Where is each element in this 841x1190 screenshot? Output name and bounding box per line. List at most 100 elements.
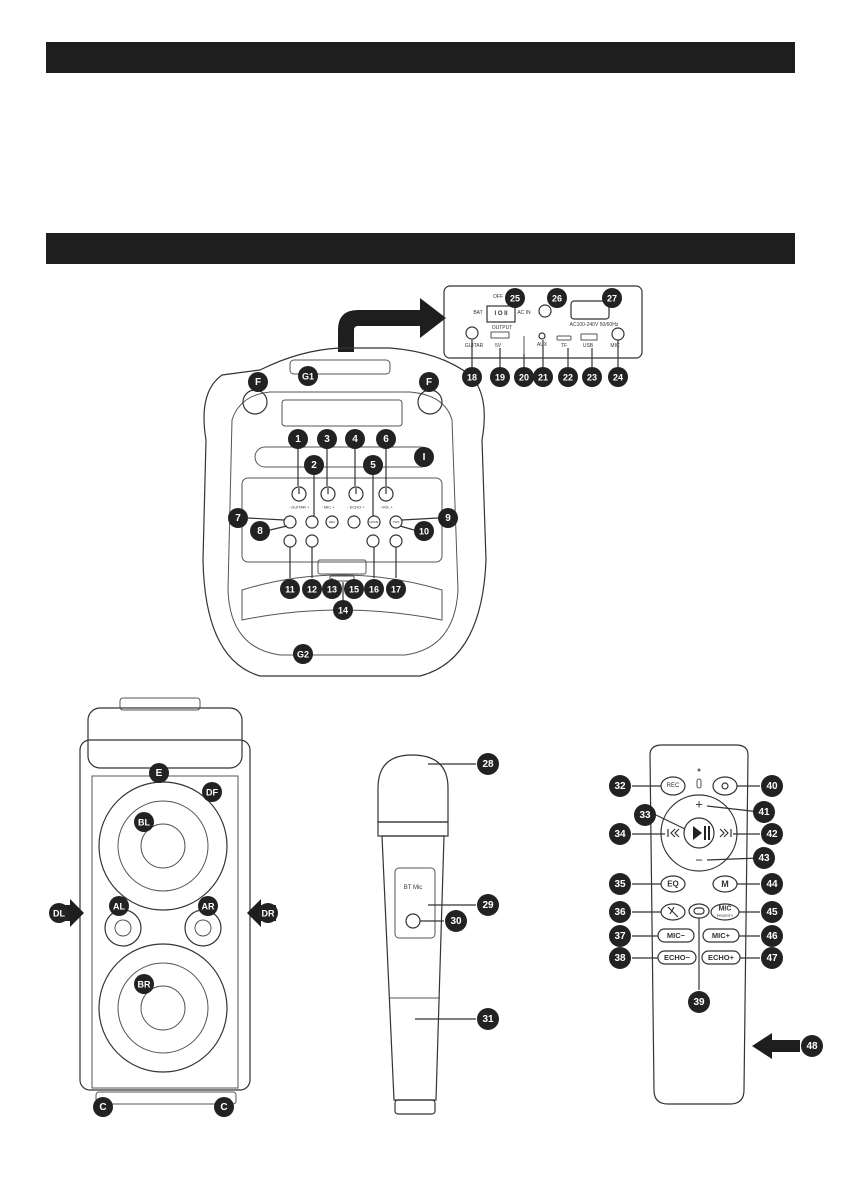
label-dl-text: DL bbox=[53, 909, 65, 919]
section-header-bar-1 bbox=[46, 42, 795, 73]
microphone-diagram: BT Mic bbox=[377, 754, 476, 1115]
callout-18-circle bbox=[462, 367, 482, 387]
ac-socket[interactable] bbox=[570, 300, 610, 320]
label-f-left-circle bbox=[248, 372, 268, 392]
callout-44-circle bbox=[761, 873, 783, 895]
callout-24-text: 24 bbox=[613, 373, 623, 383]
callout-27-text: 27 bbox=[607, 294, 617, 304]
callout-9-circle bbox=[438, 508, 458, 528]
callout-44-text: 44 bbox=[766, 879, 778, 890]
label-al-circle bbox=[109, 896, 129, 916]
echo-knob[interactable] bbox=[348, 486, 364, 502]
guitar-jack[interactable] bbox=[465, 326, 479, 340]
callout-34-text: 34 bbox=[614, 829, 626, 840]
next-button[interactable] bbox=[389, 534, 403, 548]
remote-repeat-button[interactable] bbox=[688, 903, 710, 919]
callout-37-text: 37 bbox=[614, 931, 626, 942]
callout-10: 10 bbox=[414, 521, 434, 541]
label-bl-text: BL bbox=[138, 818, 150, 828]
callout-41-circle bbox=[753, 801, 775, 823]
callout-12-circle bbox=[302, 579, 322, 599]
callout-23-circle bbox=[582, 367, 602, 387]
callout-33-circle bbox=[634, 804, 656, 826]
callout-39-text: 39 bbox=[693, 997, 705, 1008]
usb-port[interactable] bbox=[580, 333, 598, 341]
callout-5: 5 bbox=[363, 455, 383, 475]
callout-41: 41 bbox=[753, 801, 775, 823]
label-al: AL bbox=[109, 896, 129, 916]
power-switch[interactable] bbox=[486, 305, 516, 323]
mic-power-button[interactable] bbox=[405, 913, 421, 929]
remote-mic-priority-label: MIC bbox=[719, 906, 732, 913]
top-recess bbox=[281, 399, 403, 427]
callout-20-circle bbox=[514, 367, 534, 387]
tf-slot[interactable] bbox=[556, 335, 572, 341]
callout-18: 18 bbox=[462, 367, 482, 387]
remote-mic-priority-sub: PRIORITY bbox=[717, 914, 734, 918]
label-bl: BL bbox=[134, 812, 154, 832]
callout-2-text: 2 bbox=[311, 460, 317, 471]
mode-button[interactable] bbox=[367, 515, 381, 529]
ac-rating-text: AC100-240V 50/60Hz bbox=[570, 322, 619, 328]
power-button[interactable] bbox=[283, 515, 297, 529]
aux-jack[interactable] bbox=[538, 332, 546, 340]
usb-output-port[interactable] bbox=[490, 331, 510, 339]
label-g1: G1 bbox=[298, 366, 318, 386]
callout-2-circle bbox=[304, 455, 324, 475]
five-volt-text: 5V bbox=[495, 343, 502, 349]
rear-leader-lines bbox=[471, 340, 619, 367]
remote-next-icon[interactable] bbox=[719, 828, 732, 838]
lower-cavity bbox=[241, 574, 443, 621]
callout-38-circle bbox=[609, 947, 631, 969]
remote-battery-arrow bbox=[752, 1033, 800, 1059]
callout-46-circle bbox=[761, 925, 783, 947]
remote-light-button[interactable] bbox=[712, 776, 738, 796]
rec-button-label: REC bbox=[329, 520, 336, 524]
label-f-left: F bbox=[248, 372, 268, 392]
label-df-text: DF bbox=[206, 788, 218, 798]
label-br-text: BR bbox=[138, 980, 151, 990]
callout-34: 34 bbox=[609, 823, 631, 845]
top-handle bbox=[254, 446, 432, 468]
remote-vol-plus[interactable]: + bbox=[695, 797, 703, 812]
callout-44: 44 bbox=[761, 873, 783, 895]
callout-13: 13 bbox=[322, 579, 342, 599]
remote-prev-icon[interactable] bbox=[667, 828, 680, 838]
callout-32: 32 bbox=[609, 775, 631, 797]
speaker-top-inner bbox=[227, 391, 459, 656]
remote-mic-plus-label: MIC+ bbox=[712, 931, 731, 940]
label-c-left-circle bbox=[93, 1097, 113, 1117]
rear-panel: I O II OFF BAT AC IN AC100-240V 50/60Hz … bbox=[443, 285, 643, 367]
mic-jack[interactable] bbox=[611, 327, 625, 341]
knob-label-echo: - ECHO + bbox=[347, 505, 365, 510]
rec-button[interactable] bbox=[325, 515, 339, 529]
light-button[interactable] bbox=[305, 515, 319, 529]
callout-13-circle bbox=[322, 579, 342, 599]
label-df-circle bbox=[202, 782, 222, 802]
callout-18-text: 18 bbox=[467, 373, 477, 383]
callout-29-circle bbox=[477, 894, 499, 916]
callout-14-circle bbox=[333, 600, 353, 620]
callout-29-text: 29 bbox=[482, 900, 494, 911]
remote-vol-minus[interactable]: − bbox=[695, 853, 703, 868]
eq-button[interactable] bbox=[305, 534, 319, 548]
aux-text: AUX bbox=[537, 342, 548, 348]
volume-knob[interactable] bbox=[378, 486, 394, 502]
label-c-right-circle bbox=[214, 1097, 234, 1117]
mic-knob[interactable] bbox=[320, 486, 336, 502]
remote-play-pause-button[interactable] bbox=[683, 817, 715, 849]
left-foot-ring bbox=[242, 389, 268, 415]
callout-32-text: 32 bbox=[614, 781, 626, 792]
callout-29: 29 bbox=[477, 894, 499, 916]
label-e: E bbox=[149, 763, 169, 783]
guitar-knob[interactable] bbox=[291, 486, 307, 502]
callout-45-text: 45 bbox=[766, 907, 778, 918]
knob-label-mic: - MIC + bbox=[321, 505, 335, 510]
bluetooth-button[interactable] bbox=[283, 534, 297, 548]
mic-priority-button[interactable] bbox=[347, 515, 361, 529]
mic-text: MIC bbox=[610, 343, 620, 349]
previous-button[interactable] bbox=[366, 534, 380, 548]
label-dl-circle bbox=[49, 903, 69, 923]
tws-button[interactable] bbox=[389, 515, 403, 529]
